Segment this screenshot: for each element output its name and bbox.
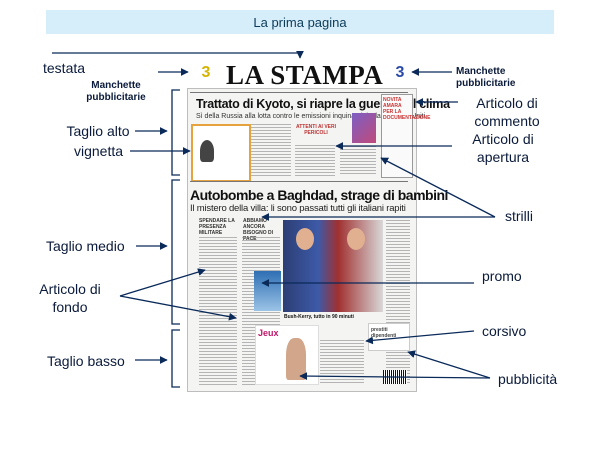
photo-caption: Bush-Kerry, tutto in 90 minuti [284,314,354,320]
right-column [386,220,410,385]
corsivo-column [320,340,364,385]
bracket-left-top [171,89,180,176]
right-box-heading: NOVITA AMARA PER LA DOCUMENTAZIONE [383,97,431,121]
label-vignetta: vignetta [74,143,124,159]
label-taglio-basso: Taglio basso [47,353,125,369]
bracket-left-low [171,329,180,388]
label-manchette-left: Manchette pubblicitarie [86,80,146,103]
column-heading-1: SPENDARE LA PRESENZA MILITARE [199,218,235,236]
small-ad-brand: prestiti dipendenti [371,327,397,339]
headline-middle: Autobombe a Baghdad, strage di bambini [190,187,448,203]
ear-left-logo: 3 [201,64,211,81]
label-pubblicita: pubblicità [498,371,558,387]
ad-image [286,338,306,380]
middle-rule [190,181,408,182]
label-taglio-medio: Taglio medio [46,238,125,254]
bracket-left-mid [171,179,180,325]
arrow-testata [52,50,304,59]
label-promo: promo [482,268,522,284]
ear-right-logo: 3 [395,64,405,81]
label-manchette-right: Manchette pubblicitarie [456,66,516,89]
label-corsivo: corsivo [482,323,527,339]
arrow-pubblicita-1 [407,350,491,379]
ad-brand: Jeux [258,328,279,338]
label-articolo-commento: Articolo di commento [474,95,540,129]
photo-face-left [296,228,314,250]
label-strilli: strilli [505,208,533,224]
arrow-fondo-1 [119,268,206,297]
label-articolo-apertura: Articolo di apertura [472,131,534,165]
diagram-title: La prima pagina [46,10,554,34]
box-heading: ATTENTI AI VERI PERICOLI [296,124,336,136]
top-column-2 [295,145,335,176]
newspaper-masthead: LA STAMPA [226,60,384,90]
promo-strip [254,271,281,311]
label-taglio-alto: Taglio alto [66,123,130,139]
photo-face-right [347,228,365,250]
arrow-pubblicita-2 [299,372,491,380]
arrow-strilli-2 [380,157,496,218]
subhead-top: Sì della Russia alla lotta contro le emi… [196,113,426,120]
top-column-3 [340,146,376,176]
label-testata: testata [43,60,86,76]
top-column-1 [251,124,291,176]
top-image-box [352,113,376,143]
subhead-middle: Il mistero della villa: li sono passati … [190,203,406,214]
cartoon-figure [200,140,214,162]
label-articolo-fondo: Articolo di fondo [39,281,101,315]
top-rule [190,92,408,93]
arrow-fondo-2 [119,295,237,321]
arrow-corsivo [365,330,475,345]
